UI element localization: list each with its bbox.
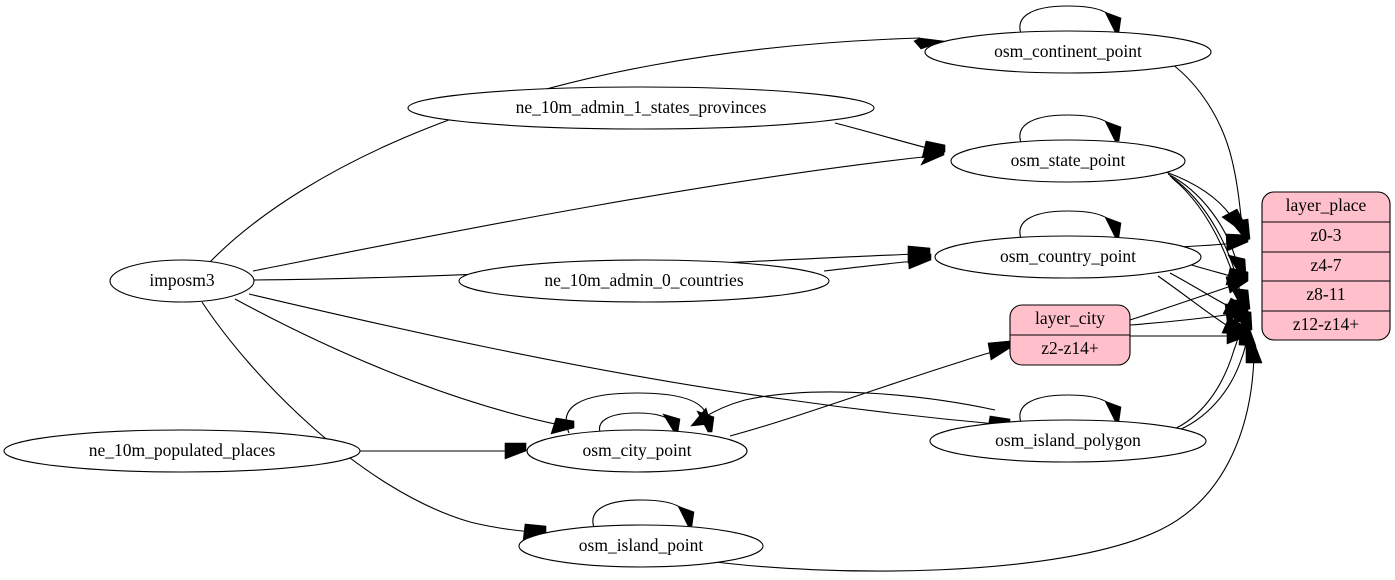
edge-imposm3-to-osm_island_point bbox=[201, 301, 547, 542]
edge-layer_city-to-layer_place-z4-7 bbox=[1129, 272, 1249, 321]
edge-layer_city-to-layer_place-z12-z14 bbox=[1130, 327, 1249, 345]
node-imposm3[interactable]: imposm3 bbox=[109, 259, 255, 303]
edge-ne_places-to-osm_city_point bbox=[360, 442, 527, 460]
edge-selfloop-osm_state_point bbox=[1019, 114, 1122, 146]
node-osm_island_point[interactable]: osm_island_point bbox=[518, 524, 764, 568]
edge-selfloop-osm_country_point bbox=[1019, 210, 1122, 242]
edge-selfloop-osm_continent_point bbox=[1019, 5, 1122, 37]
edge-osm_island_polygon-to-osm_city_point bbox=[690, 391, 996, 427]
edge-imposm3-to-osm_continent_point bbox=[209, 37, 945, 263]
node-osm_continent_point[interactable]: osm_continent_point bbox=[924, 30, 1212, 74]
edge-osm_island_point-to-layer_place-z12-z14 bbox=[699, 341, 1263, 572]
record-node-layer_place[interactable]: layer_place z0-3 z4-7 z8-11 z12-z14+ bbox=[1261, 191, 1391, 341]
edges-layer bbox=[201, 5, 1263, 572]
node-ne_10m_admin_0_countries[interactable]: ne_10m_admin_0_countries bbox=[458, 259, 830, 303]
record-node-layer_city[interactable]: layer_city z2-z14+ bbox=[1009, 304, 1131, 366]
edge-osm_state_point-to-layer_place-z0-3 bbox=[1165, 171, 1248, 231]
edge-imposm3-to-osm_state_point bbox=[252, 147, 945, 272]
edge-osm_island_polygon-to-layer_place-z12-z14 bbox=[1173, 323, 1257, 433]
node-ne_10m_populated_places[interactable]: ne_10m_populated_places bbox=[3, 429, 361, 473]
node-osm_state_point[interactable]: osm_state_point bbox=[950, 139, 1186, 183]
edge-imposm3-to-osm_city_point bbox=[234, 298, 575, 435]
node-ne_10m_admin_1_states_provinces[interactable]: ne_10m_admin_1_states_provinces bbox=[407, 86, 875, 130]
node-osm_island_polygon[interactable]: osm_island_polygon bbox=[929, 419, 1207, 463]
node-osm_country_point[interactable]: osm_country_point bbox=[934, 235, 1202, 279]
edge-imposm3-to-osm_island_polygon bbox=[248, 293, 1011, 434]
node-osm_city_point[interactable]: osm_city_point bbox=[526, 429, 748, 473]
edge-ne_admin0-to-osm_country_point bbox=[823, 251, 932, 272]
edge-ne_admin1-to-osm_state_point bbox=[834, 122, 946, 159]
nodes-layer: imposm3 ne_10m_admin_1_states_provinces … bbox=[3, 30, 1212, 568]
edge-selfloop-osm_island_point bbox=[592, 499, 695, 531]
